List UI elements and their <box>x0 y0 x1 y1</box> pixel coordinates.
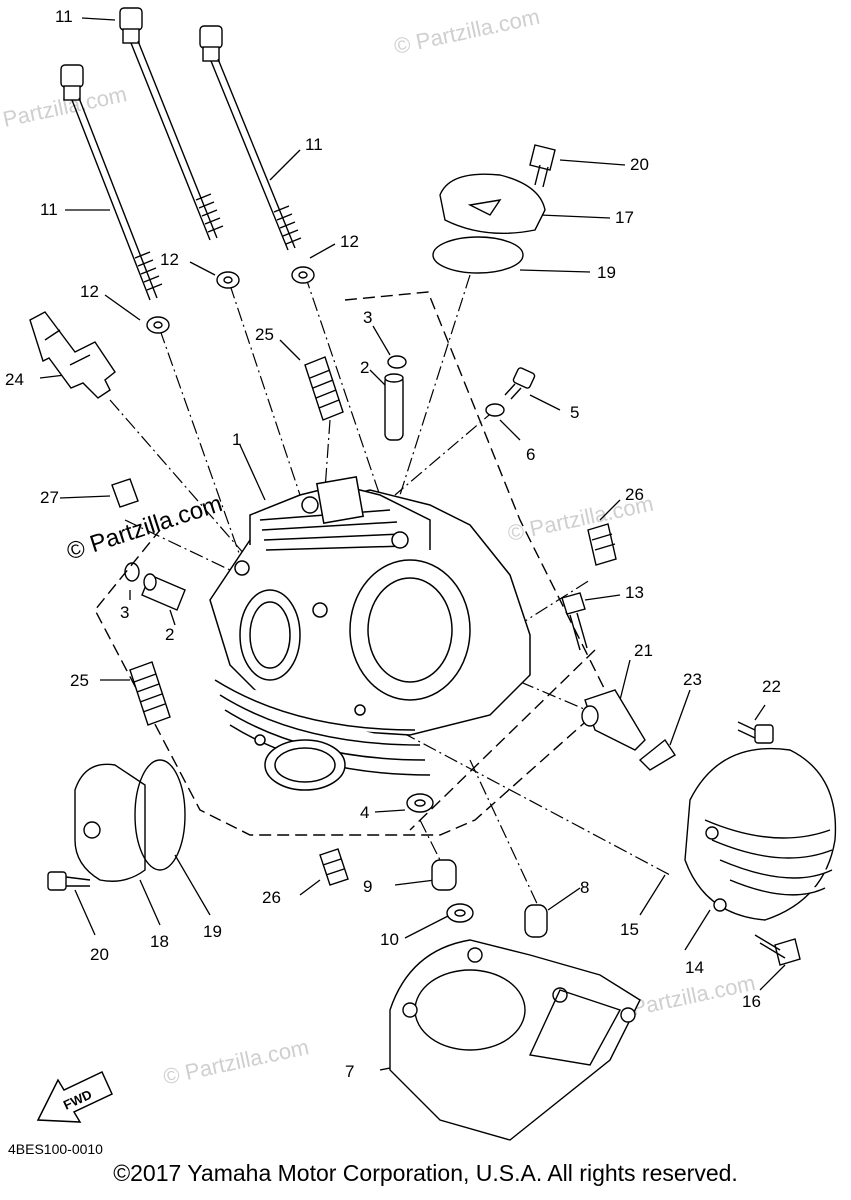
callout-20-a: 20 <box>630 155 649 174</box>
oil-strainers <box>111 356 617 886</box>
head-gasket <box>389 939 641 1141</box>
side-cover-left <box>47 759 186 891</box>
callout-11-b: 11 <box>305 135 323 154</box>
callout-23: 23 <box>683 670 702 689</box>
callout-18: 18 <box>150 932 169 951</box>
circlips <box>124 355 407 582</box>
callout-5: 5 <box>570 403 579 422</box>
callout-16: 16 <box>742 992 761 1011</box>
copyright-notice: ©2017 Yamaha Motor Corporation, U.S.A. A… <box>113 1160 738 1186</box>
callout-27: 27 <box>40 488 59 507</box>
top-cap <box>432 144 556 274</box>
bolt-left <box>60 64 163 301</box>
callout-11-a: 11 <box>55 7 73 26</box>
cylinder-head <box>209 475 531 791</box>
callout-8: 8 <box>580 878 589 897</box>
callout-numbers: 11 11 11 12 12 12 24 25 1 27 3 2 5 6 20 … <box>5 7 781 1081</box>
diagram-code: 4BES100-0010 <box>8 1141 103 1157</box>
watermark-4: © Partzilla.com <box>161 1034 311 1089</box>
callout-7: 7 <box>345 1062 354 1081</box>
bolt-5 <box>504 367 536 400</box>
callout-10: 10 <box>380 930 399 949</box>
callout-12-a: 12 <box>160 250 179 269</box>
washers <box>146 266 505 923</box>
bolt-right <box>199 25 302 251</box>
watermark-main: © Partzilla.com <box>64 490 226 566</box>
callout-6: 6 <box>526 445 535 464</box>
callout-12-c: 12 <box>80 282 99 301</box>
callout-2-a: 2 <box>360 358 369 377</box>
callout-20-b: 20 <box>90 945 109 964</box>
callout-25-b: 25 <box>70 671 89 690</box>
callout-25-a: 25 <box>255 325 274 344</box>
callout-21: 21 <box>634 641 653 660</box>
callout-26-a: 26 <box>625 485 644 504</box>
valve-guides <box>141 373 404 611</box>
watermark-2: © Partzilla.com <box>392 4 542 59</box>
callout-15: 15 <box>620 920 639 939</box>
callout-19-a: 19 <box>597 263 616 282</box>
callout-13: 13 <box>625 583 644 602</box>
tensioner-parts <box>581 689 774 771</box>
callout-24: 24 <box>5 370 24 389</box>
callout-1: 1 <box>232 430 241 449</box>
side-cover-right <box>561 592 837 966</box>
callout-3-b: 3 <box>120 603 129 622</box>
callout-11-c: 11 <box>40 200 58 219</box>
callout-19-b: 19 <box>203 922 222 941</box>
head-bolts <box>60 7 302 301</box>
callout-14: 14 <box>685 958 704 977</box>
dowels <box>431 859 548 938</box>
callout-4: 4 <box>360 803 369 822</box>
fwd-arrow: FWD <box>36 1070 113 1123</box>
callout-12-b: 12 <box>340 232 359 251</box>
spark-plug <box>29 311 116 399</box>
callout-26-b: 26 <box>262 888 281 907</box>
callout-2-b: 2 <box>165 625 174 644</box>
callout-22: 22 <box>762 677 781 696</box>
callout-3-a: 3 <box>363 308 372 327</box>
callout-17: 17 <box>615 208 634 227</box>
callout-9: 9 <box>363 877 372 896</box>
bolt-mid <box>119 7 224 241</box>
